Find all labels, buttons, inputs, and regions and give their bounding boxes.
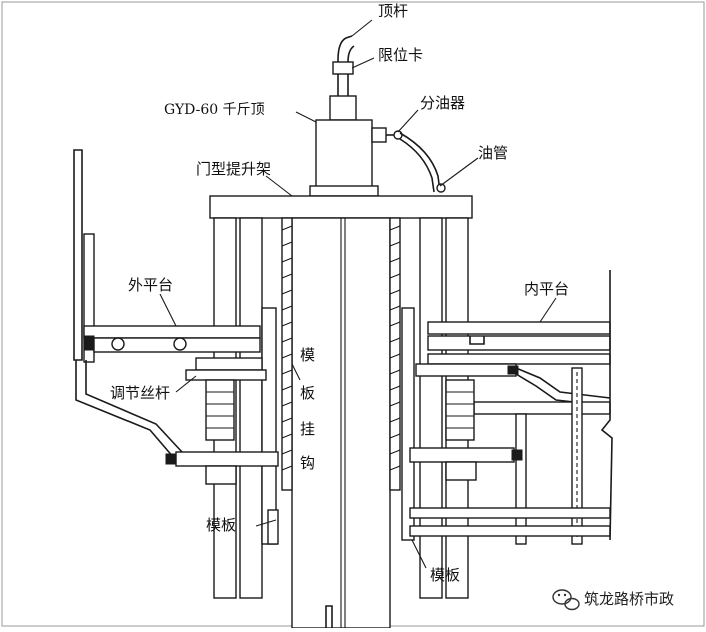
label-formwork-hook-2: 板 bbox=[300, 384, 315, 402]
label-oil-divider: 分油器 bbox=[420, 94, 465, 112]
label-formwork-hook-4: 钩 bbox=[300, 454, 315, 472]
label-adjust-screw: 调节丝杆 bbox=[110, 384, 170, 402]
label-outer-platform: 外平台 bbox=[128, 276, 173, 294]
label-limit-clip: 限位卡 bbox=[378, 46, 423, 64]
label-oil-pipe: 油管 bbox=[478, 144, 508, 162]
outer-platform bbox=[73, 149, 279, 485]
leader-lines bbox=[159, 19, 557, 569]
wechat-icon bbox=[552, 589, 580, 611]
label-top-rod: 顶杆 bbox=[378, 2, 408, 20]
top-rod bbox=[329, 35, 357, 121]
oil-divider bbox=[371, 127, 403, 143]
label-inner-platform: 内平台 bbox=[524, 280, 569, 298]
label-jack: GYD-60 千斤顶 bbox=[164, 102, 265, 118]
left-formwork-panel bbox=[261, 307, 279, 545]
inner-platform bbox=[409, 270, 613, 545]
watermark: 筑龙路桥市政 bbox=[552, 589, 674, 611]
oil-pipe bbox=[399, 132, 446, 193]
watermark-text: 筑龙路桥市政 bbox=[584, 590, 674, 608]
label-formwork-hook-1: 模 bbox=[300, 346, 315, 364]
jack-body bbox=[309, 119, 379, 197]
label-formwork-left: 模板 bbox=[206, 516, 236, 534]
right-formwork-panel bbox=[401, 307, 415, 541]
label-gantry-frame: 门型提升架 bbox=[196, 160, 271, 178]
label-formwork-hook-3: 挂 bbox=[300, 420, 315, 438]
central-wall bbox=[281, 217, 401, 629]
label-formwork-right: 模板 bbox=[430, 566, 460, 584]
